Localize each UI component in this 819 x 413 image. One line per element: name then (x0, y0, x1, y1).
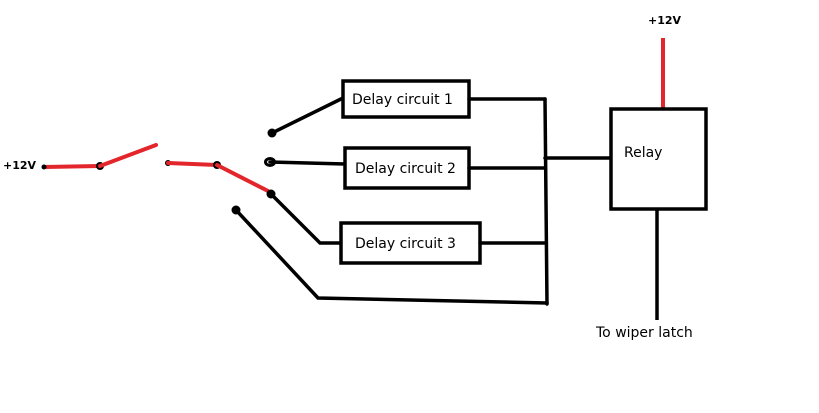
contact-wires (234, 96, 549, 305)
delay-circuit-3-label: Delay circuit 3 (355, 236, 456, 252)
source-voltage-label: +12V (3, 159, 37, 172)
wire-contact-1 (270, 96, 345, 135)
feed-terminal (41, 164, 47, 170)
feed-wire (42, 164, 102, 169)
output-bus (467, 97, 613, 306)
input-switch-section: +12V (3, 128, 277, 215)
wire-contact-3 (269, 192, 343, 245)
main-switch-lever (98, 143, 158, 168)
selector-switch-lever (215, 163, 270, 193)
delay-circuit-2-label: Delay circuit 2 (355, 161, 456, 177)
wire-bypass (234, 208, 549, 305)
relay-box (609, 107, 708, 211)
relay-supply-label: +12V (648, 14, 682, 27)
delay-circuit-1: Delay circuit 1 (341, 79, 471, 119)
output-label: To wiper latch (595, 325, 693, 341)
delay-circuit-1-label: Delay circuit 1 (352, 92, 453, 108)
switch-link-wire (166, 161, 219, 167)
delay-circuit-3: Delay circuit 3 (339, 221, 482, 265)
relay: +12V Relay To wiper latch (595, 14, 708, 341)
wire-contact-2 (268, 160, 347, 166)
relay-label: Relay (624, 145, 662, 161)
delay-circuit-2: Delay circuit 2 (343, 146, 471, 190)
bus-vertical (543, 97, 549, 306)
